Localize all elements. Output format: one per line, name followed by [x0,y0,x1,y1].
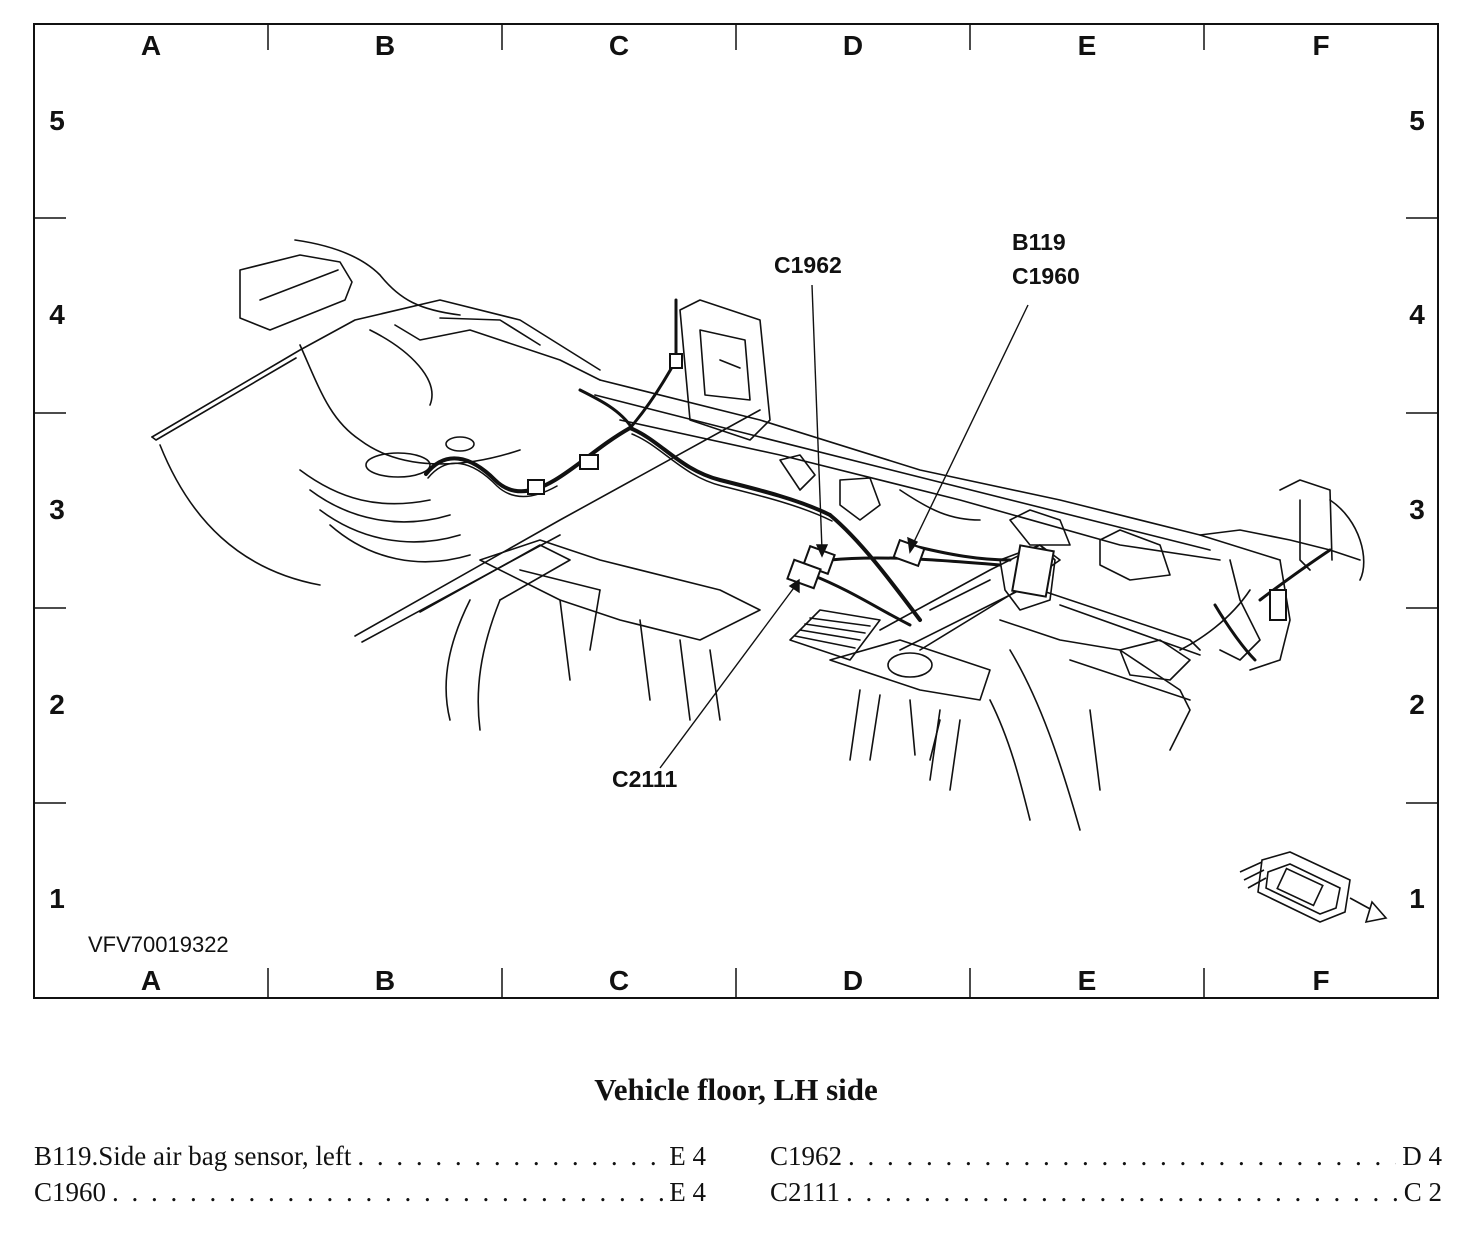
row-label-left-2: 2 [49,689,65,720]
legend-description: Side air bag sensor, left [98,1140,352,1171]
legend-code: C2111 [770,1176,841,1207]
col-label-bottom-a: A [141,965,161,996]
legend-item-c1960: C1960 E 4 [34,1177,706,1208]
row-label-right-5: 5 [1409,105,1425,136]
connector-left-2 [579,454,599,470]
col-label-top-f: F [1312,30,1329,61]
legend-location: E 4 [669,1140,706,1171]
legend-leader-dots [848,1141,1396,1172]
connector-c2111-body [786,558,822,590]
callout-c1960: C1960 [1012,263,1080,289]
legend-code: C1960 [34,1176,107,1207]
vehicle-direction-icon [1239,851,1388,924]
row-label-right-4: 4 [1409,299,1425,330]
connectors [527,353,1287,621]
col-label-top-c: C [609,30,629,61]
callout-b119: B119 [1012,229,1066,255]
figure-id: VFV70019322 [88,932,229,957]
col-label-top-e: E [1078,30,1097,61]
legend-code: C1962 [770,1140,843,1171]
legend-row: B119 . Side air bag sensor, left E 4 C19… [34,1138,1442,1174]
bottom-column-ticks [267,968,1205,998]
connector-top-clip [669,353,683,369]
row-label-right-2: 2 [1409,689,1425,720]
top-column-ticks [267,24,1205,50]
legend-separator: . [91,1140,99,1171]
diagram-canvas: A B C D E F A B C D E F 5 4 3 2 1 5 4 3 … [33,23,1439,999]
legend-location: C 2 [1403,1176,1442,1207]
callout-c1962: C1962 [774,252,842,278]
connector-right-1 [1269,589,1287,621]
col-label-top-d: D [843,30,863,61]
row-label-right-1: 1 [1409,883,1425,914]
col-label-top-a: A [141,30,161,61]
col-label-bottom-d: D [843,965,863,996]
col-label-top-b: B [375,30,395,61]
legend-row: C1960 E 4 C2111 C 2 [34,1174,1442,1210]
row-label-left-1: 1 [49,883,65,914]
row-label-left-4: 4 [49,299,65,330]
row-label-left-5: 5 [49,105,65,136]
col-label-bottom-b: B [375,965,395,996]
legend-item-c2111: C2111 C 2 [770,1177,1442,1208]
legend-leader-dots [846,1177,1398,1208]
callout-leaders [659,284,1029,769]
vehicle-floor-drawing [151,239,1365,831]
row-ticks [34,217,1438,804]
legend-item-c1962: C1962 D 4 [770,1141,1442,1172]
legend-location: E 4 [669,1176,706,1207]
col-label-bottom-f: F [1312,965,1329,996]
legend-leader-dots [112,1177,663,1208]
connector-b119-body [1011,544,1055,598]
legend-location: D 4 [1402,1140,1442,1171]
component-legend: B119 . Side air bag sensor, left E 4 C19… [34,1138,1442,1210]
diagram-frame [33,23,1439,999]
legend-code: B119 [34,1140,92,1171]
legend-item-b119: B119 . Side air bag sensor, left E 4 [34,1141,706,1172]
row-label-right-3: 3 [1409,494,1425,525]
figure-caption: Vehicle floor, LH side [594,1072,878,1107]
col-label-bottom-c: C [609,965,629,996]
callout-c2111: C2111 [612,766,677,792]
col-label-bottom-e: E [1078,965,1097,996]
connector-left-1 [527,479,545,495]
row-label-left-3: 3 [49,494,65,525]
legend-leader-dots [357,1141,663,1172]
